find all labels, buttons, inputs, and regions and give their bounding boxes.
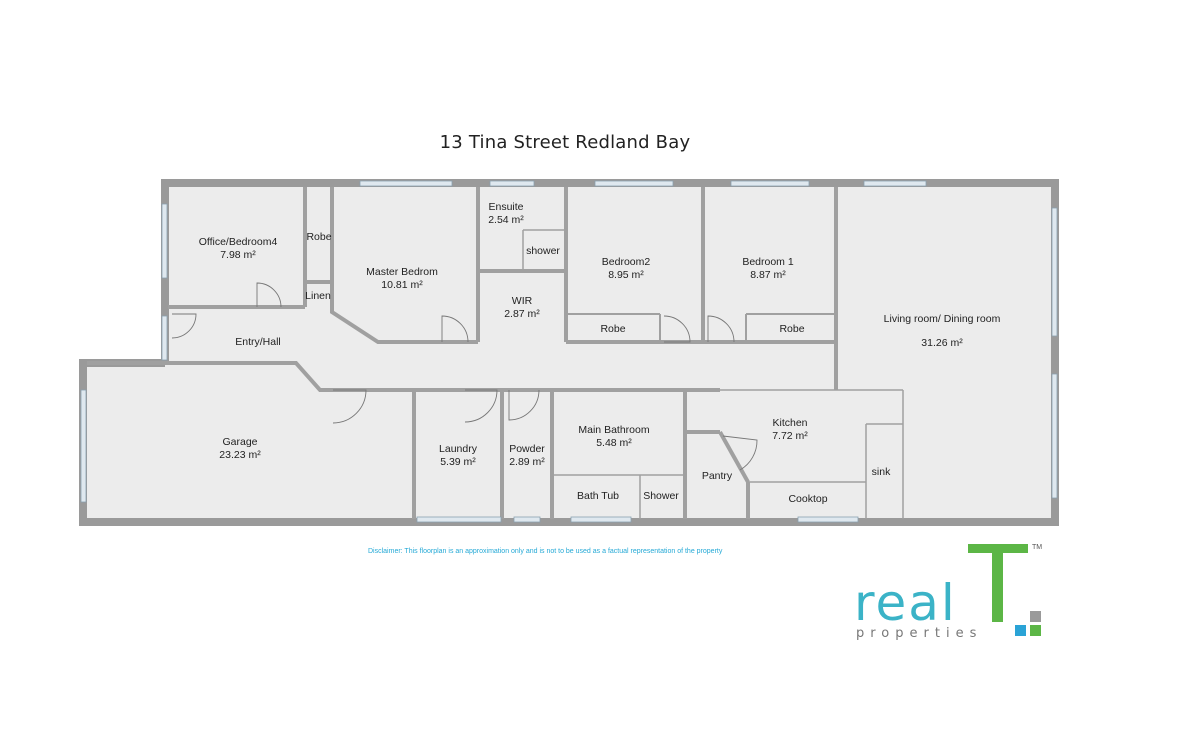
windows (80, 180, 1058, 523)
room-area-ensuite: 2.54 m² (488, 214, 524, 226)
room-area-bedroom2: 8.95 m² (608, 269, 644, 281)
room-name-sink: sink (872, 466, 891, 478)
room-name-garage: Garage (222, 436, 257, 448)
outer-walls (79, 179, 1059, 526)
door-swings (171, 282, 758, 471)
room-name-robe-b2: Robe (600, 323, 625, 335)
logo-trademark: TM (1032, 544, 1042, 551)
room-name-shower-bath: Shower (643, 490, 679, 502)
room-name-robe-office: Robe (306, 231, 331, 243)
room-area-powder: 2.89 m² (509, 456, 545, 468)
interior-walls (87, 187, 904, 519)
room-name-laundry: Laundry (439, 443, 478, 455)
room-name-bathroom: Main Bathroom (578, 424, 649, 436)
floor-fill (83, 183, 1055, 522)
room-name-office: Office/Bedroom4 (199, 236, 278, 248)
room-name-bathtub: Bath Tub (577, 490, 619, 502)
disclaimer-text: Disclaimer: This floorplan is an approxi… (368, 548, 723, 555)
room-name-bedroom2: Bedroom2 (602, 256, 651, 268)
room-name-wir: WIR (512, 295, 533, 307)
room-area-living: 31.26 m² (921, 337, 963, 349)
room-name-powder: Powder (509, 443, 545, 455)
room-name-linen: Linen (305, 290, 331, 302)
logo-word: real (854, 574, 957, 632)
room-area-bedroom1: 8.87 m² (750, 269, 786, 281)
room-area-wir: 2.87 m² (504, 308, 540, 320)
room-name-master: Master Bedrom (366, 266, 438, 278)
room-name-bedroom1: Bedroom 1 (742, 256, 794, 268)
room-labels: Office/Bedroom4 7.98 m² Robe Linen Maste… (199, 201, 1001, 505)
room-name-kitchen: Kitchen (772, 417, 807, 429)
room-area-garage: 23.23 m² (219, 449, 261, 461)
room-area-laundry: 5.39 m² (440, 456, 476, 468)
room-area-master: 10.81 m² (381, 279, 423, 291)
plan-title: 13 Tina Street Redland Bay (439, 132, 691, 153)
room-area-kitchen: 7.72 m² (772, 430, 808, 442)
room-name-entry: Entry/Hall (235, 336, 281, 348)
logo-t-mark (968, 544, 1028, 622)
logo-tagline: properties (856, 626, 982, 641)
room-name-cooktop: Cooktop (788, 493, 827, 505)
logo-squares (1015, 611, 1041, 636)
room-area-office: 7.98 m² (220, 249, 256, 261)
room-name-living: Living room/ Dining room (884, 313, 1001, 325)
room-name-shower-ensuite: shower (526, 245, 560, 257)
room-name-ensuite: Ensuite (488, 201, 523, 213)
company-logo: real TM properties (854, 544, 1042, 641)
room-name-robe-b1: Robe (779, 323, 804, 335)
room-name-pantry: Pantry (702, 470, 733, 482)
room-area-bathroom: 5.48 m² (596, 437, 632, 449)
